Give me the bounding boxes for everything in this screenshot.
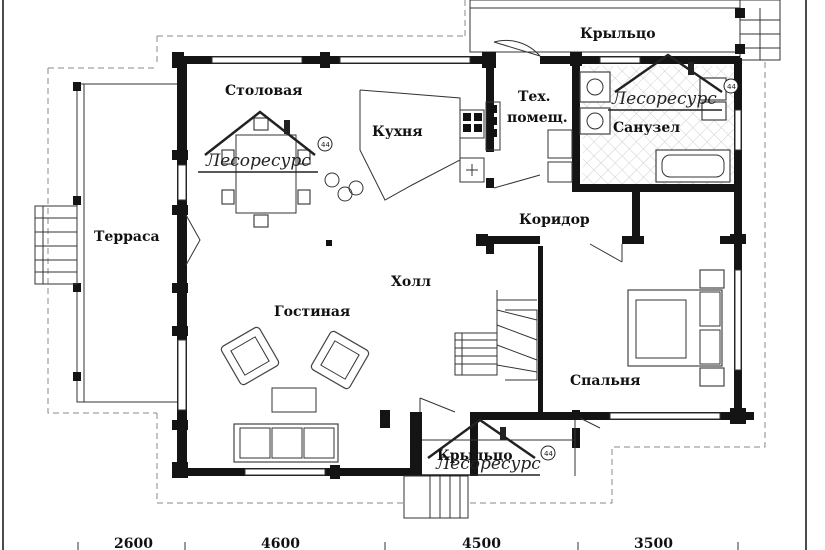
watermark-text-2: Лесоресурс xyxy=(611,89,717,109)
watermark-badge-1: 44 xyxy=(321,141,330,149)
stairs xyxy=(454,290,538,381)
tech-room-fixtures xyxy=(547,129,573,183)
page-frame xyxy=(2,0,807,550)
top-porch xyxy=(469,0,781,61)
dimension-2: 4600 xyxy=(261,536,300,550)
terrace-structure xyxy=(34,82,182,403)
watermark-text-3: Лесоресурс xyxy=(435,454,541,474)
label-living: Гостиная xyxy=(274,304,350,320)
watermark-badge-3: 44 xyxy=(544,450,553,458)
watermark-logo-3 xyxy=(422,418,556,476)
doors xyxy=(185,39,623,429)
label-corridor: Коридор xyxy=(519,212,590,228)
bathroom-fixtures xyxy=(579,71,731,183)
watermark-logo-1 xyxy=(198,110,333,173)
watermark-logo-2 xyxy=(608,53,739,111)
watermark-badge-2: 44 xyxy=(727,83,736,91)
log-ends xyxy=(172,52,746,479)
windows xyxy=(177,56,742,476)
label-porch-bottom: Крыльцо xyxy=(437,448,513,464)
dimension-ticks xyxy=(77,542,739,550)
bottom-porch xyxy=(403,420,576,519)
dimension-4: 3500 xyxy=(634,536,673,550)
label-kitchen: Кухня xyxy=(372,124,423,140)
watermark-text-1: Лесоресурс xyxy=(205,151,311,171)
living-furniture xyxy=(220,326,370,463)
label-porch-top: Крыльцо xyxy=(580,26,656,42)
label-hall: Холл xyxy=(391,274,431,290)
dining-table xyxy=(221,117,332,246)
bedroom-bed xyxy=(627,269,725,387)
label-dining: Столовая xyxy=(225,83,303,99)
kitchen-counter xyxy=(324,89,501,202)
label-bedroom: Спальня xyxy=(570,373,640,389)
label-tech-line1: Тех. xyxy=(518,89,551,105)
label-terrace: Терраса xyxy=(94,229,160,245)
label-bathroom: Санузел xyxy=(613,120,680,136)
roof-outline xyxy=(47,0,766,504)
dimension-1: 2600 xyxy=(114,536,153,550)
dimension-3: 4500 xyxy=(462,536,501,550)
label-tech-line2: помещ. xyxy=(507,110,568,126)
